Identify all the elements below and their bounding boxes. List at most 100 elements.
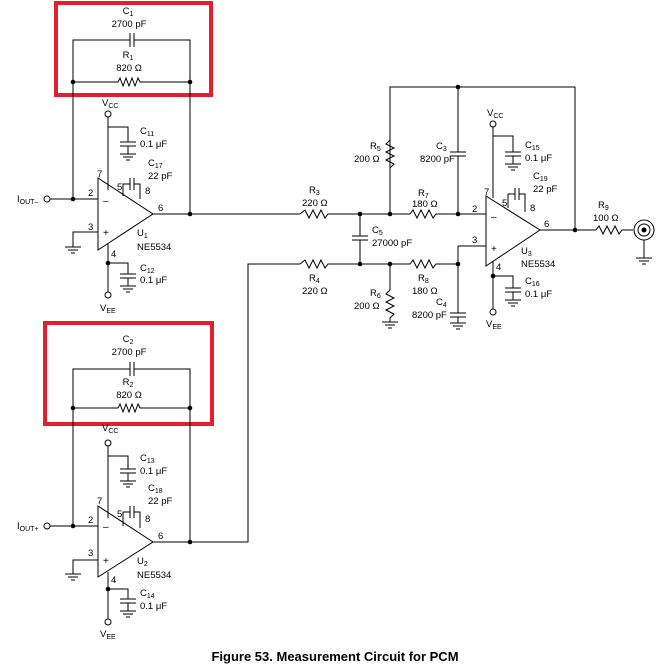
u1-pin2: 2 bbox=[88, 188, 93, 199]
r9-value: 100 Ω bbox=[593, 213, 619, 224]
u2-minus: – bbox=[103, 522, 109, 533]
c18-value: 22 pF bbox=[148, 496, 172, 507]
figure-caption: Figure 53. Measurement Circuit for PCM bbox=[211, 649, 458, 664]
u3-pin8: 8 bbox=[530, 203, 535, 214]
vcc-u1 bbox=[104, 110, 136, 190]
u1-pin3: 3 bbox=[88, 222, 93, 233]
u1-part: NE5534 bbox=[137, 242, 171, 253]
u2-pin7: 7 bbox=[97, 496, 102, 507]
r6-ref: R6 bbox=[370, 288, 381, 300]
r5-ref: R5 bbox=[370, 141, 381, 153]
u1-pin5: 5 bbox=[117, 182, 122, 193]
vee-u3 bbox=[489, 262, 521, 316]
u1-pin6: 6 bbox=[158, 203, 163, 214]
c19-u3 bbox=[507, 188, 526, 212]
input-label-iout-neg: IOUT– bbox=[17, 194, 38, 206]
c19-value: 22 pF bbox=[533, 184, 557, 195]
u1-pin8: 8 bbox=[145, 186, 150, 197]
c14-value: 0.1 μF bbox=[140, 601, 167, 612]
u1-output-wire bbox=[153, 211, 300, 217]
vcc-u2 bbox=[104, 439, 136, 518]
c17-ref: C17 bbox=[148, 158, 163, 170]
c2-ref: C2 bbox=[123, 334, 134, 346]
u2-pin2: 2 bbox=[88, 515, 93, 526]
u1-plus: + bbox=[103, 228, 109, 239]
u3-pin4: 4 bbox=[496, 262, 501, 273]
u1-minus: – bbox=[103, 196, 109, 207]
c12-value: 0.1 μF bbox=[140, 275, 167, 286]
c3-ref: C3 bbox=[436, 141, 447, 153]
vee-label-u2: VEE bbox=[100, 629, 116, 641]
c1-value: 2700 pF bbox=[112, 19, 147, 30]
highlight-box-c2-r2 bbox=[43, 321, 214, 426]
c3-value: 8200 pF bbox=[420, 154, 455, 165]
u2-part: NE5534 bbox=[137, 570, 171, 581]
r3 bbox=[299, 208, 390, 220]
c3 bbox=[450, 87, 466, 214]
c2-value: 2700 pF bbox=[112, 347, 147, 358]
r3-ref: R3 bbox=[309, 185, 320, 197]
r2-value: 820 Ω bbox=[116, 390, 142, 401]
opamp-u2 bbox=[97, 505, 154, 578]
u2-pin3: 3 bbox=[88, 548, 93, 559]
r3-value: 220 Ω bbox=[302, 198, 328, 209]
u2-ref: U2 bbox=[137, 556, 148, 568]
r4-ref: R4 bbox=[309, 273, 320, 285]
r9-output bbox=[540, 224, 633, 236]
vee-u2 bbox=[104, 572, 136, 626]
u3-pin5: 5 bbox=[502, 198, 507, 209]
vee-label-u1: VEE bbox=[100, 303, 116, 315]
c15-ref: C15 bbox=[525, 140, 540, 152]
r8-value: 180 Ω bbox=[412, 286, 438, 297]
u3-part: NE5534 bbox=[521, 259, 555, 270]
c13-ref: C13 bbox=[140, 453, 155, 465]
u1-pin7: 7 bbox=[97, 169, 102, 180]
c16-value: 0.1 μF bbox=[525, 289, 552, 300]
c11-value: 0.1 μF bbox=[140, 139, 167, 150]
r9-ref: R9 bbox=[598, 200, 609, 212]
u2-output-wire bbox=[153, 263, 300, 545]
r2-ref: R2 bbox=[123, 377, 134, 389]
r6 bbox=[382, 261, 398, 329]
u2-pin5: 5 bbox=[117, 509, 122, 520]
input-label-iout-pos: IOUT+ bbox=[17, 521, 39, 533]
r7-ref: R7 bbox=[418, 188, 429, 200]
r8-ref: R8 bbox=[418, 273, 429, 285]
vee-u1 bbox=[104, 244, 136, 299]
c15-value: 0.1 μF bbox=[525, 153, 552, 164]
highlight-box-c1-r1 bbox=[54, 1, 213, 97]
u1-input-wiring bbox=[43, 190, 98, 254]
c16-ref: C16 bbox=[525, 276, 540, 288]
r4-value: 220 Ω bbox=[302, 286, 328, 297]
u2-pin6: 6 bbox=[158, 531, 163, 542]
opamp-u3 bbox=[485, 195, 541, 267]
feedback-network-u1 bbox=[70, 33, 193, 213]
c13-value: 0.1 μF bbox=[140, 466, 167, 477]
r1-ref: R1 bbox=[123, 50, 134, 62]
vcc-u3 bbox=[489, 120, 521, 198]
c4-ref: C4 bbox=[436, 297, 447, 309]
output-connector-icon bbox=[633, 219, 655, 265]
opamp-u1 bbox=[97, 177, 154, 251]
c19-ref: C19 bbox=[533, 171, 548, 183]
c11-ref: C11 bbox=[140, 126, 154, 138]
r8 bbox=[390, 258, 461, 270]
vcc-label-u1: VCC bbox=[102, 98, 118, 110]
u1-pin4: 4 bbox=[111, 249, 116, 260]
feedback-network-u2 bbox=[70, 362, 193, 542]
u3-pin6: 6 bbox=[544, 219, 549, 230]
u2-input-wiring bbox=[43, 520, 98, 581]
c17-value: 22 pF bbox=[148, 171, 172, 182]
vcc-label-u2: VCC bbox=[102, 423, 118, 435]
u3-pin3: 3 bbox=[472, 235, 477, 246]
u3-plus: + bbox=[491, 244, 497, 255]
u3-minus: – bbox=[491, 212, 497, 223]
c17-u1 bbox=[122, 178, 141, 199]
u2-plus: + bbox=[103, 556, 109, 567]
u3-pin2: 2 bbox=[472, 204, 477, 215]
u1-ref: U1 bbox=[137, 228, 148, 240]
c5-value: 27000 pF bbox=[372, 238, 412, 249]
r6-value: 200 Ω bbox=[354, 301, 380, 312]
c4 bbox=[450, 264, 466, 330]
